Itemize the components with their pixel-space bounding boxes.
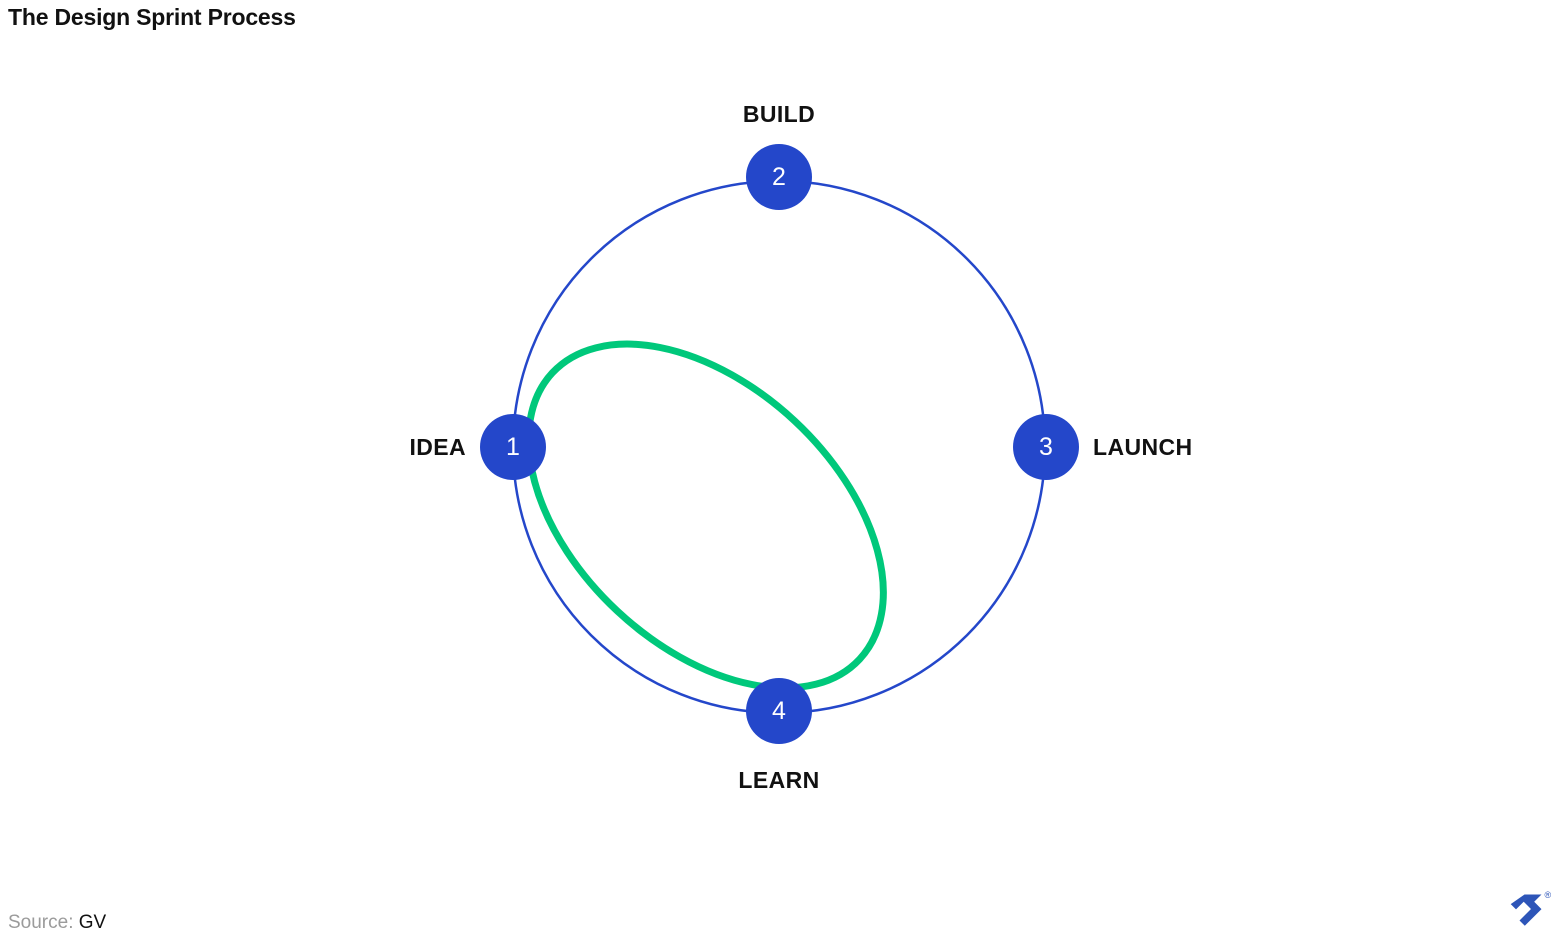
page-title: The Design Sprint Process xyxy=(8,4,296,30)
node-3-launch[interactable]: 3 LAUNCH xyxy=(1013,414,1193,480)
node-3-number: 3 xyxy=(1039,433,1053,461)
node-2-label: BUILD xyxy=(743,101,815,127)
node-1-number: 1 xyxy=(506,433,520,461)
source-label: Source: xyxy=(8,912,74,933)
node-4-learn[interactable]: 4 LEARN xyxy=(738,678,819,793)
node-3-label: LAUNCH xyxy=(1093,434,1193,460)
node-2-build[interactable]: 2 BUILD xyxy=(743,101,815,210)
node-2-circle[interactable] xyxy=(746,144,812,210)
outer-ring-circle xyxy=(511,179,1047,715)
source-value: GV xyxy=(78,912,107,933)
toptal-logo-icon: ® xyxy=(1510,890,1552,926)
source-line: Source: GV xyxy=(8,912,106,934)
node-3-circle[interactable] xyxy=(1013,414,1079,480)
node-1-circle[interactable] xyxy=(480,414,546,480)
node-2-number: 2 xyxy=(772,163,786,191)
node-4-number: 4 xyxy=(772,697,786,725)
node-4-label: LEARN xyxy=(738,767,819,793)
node-4-circle[interactable] xyxy=(746,678,812,744)
node-1-label: IDEA xyxy=(409,434,466,460)
inner-loop-ellipse xyxy=(525,340,887,692)
node-1-idea[interactable]: 1 IDEA xyxy=(409,414,546,480)
trademark-symbol: ® xyxy=(1545,890,1552,900)
